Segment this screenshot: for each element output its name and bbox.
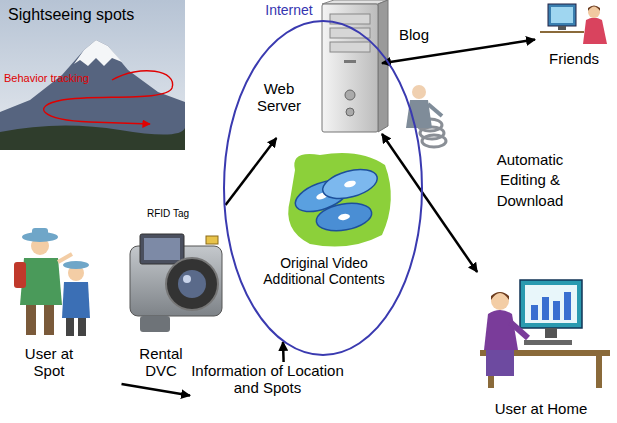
video-camera-part: [140, 234, 184, 264]
server-tower-part: [344, 60, 356, 63]
server-label: Web Server: [252, 80, 306, 115]
mountain-photo-part: [0, 40, 185, 150]
server-tower-part: [330, 42, 370, 52]
tourist-figures-part: [62, 282, 90, 318]
ellipse-outline: [223, 20, 423, 356]
friend-figure-part: [588, 6, 600, 12]
content-label: Original Video Additional Contents: [250, 255, 398, 287]
flow-arrow: [282, 342, 285, 362]
video-discs-part: [338, 213, 351, 221]
photo-title: Sightseeing spots: [8, 6, 178, 24]
photo-panel: Sightseeing spotsBehavior tracking: [0, 0, 185, 150]
friend-figure-part: [551, 7, 573, 23]
friend-figure: [540, 4, 607, 44]
server-tower-part: [345, 90, 355, 100]
tourist-figures-part: [20, 258, 62, 305]
flow-arrow: [226, 138, 277, 205]
video-discs-part: [343, 180, 356, 189]
friend-figure-part: [558, 26, 566, 30]
home-user-figure-part: [510, 322, 528, 338]
flow-arrow: [122, 384, 191, 396]
device-label: Rental DVC: [130, 345, 192, 380]
tourist-figures-part: [32, 228, 48, 237]
internet-ellipse: InternetWeb ServerOriginal Video Additio…: [223, 20, 423, 356]
video-camera-part: [140, 316, 170, 332]
video-camera-part: [166, 258, 218, 310]
video-discs: [288, 153, 391, 247]
friend-figure-part: [540, 31, 584, 33]
edge-label: Blog: [392, 26, 436, 43]
home-user-figure-part: [531, 305, 538, 320]
region-title: Internet: [260, 2, 318, 18]
editor-figure-part: [422, 135, 446, 147]
friend-figure-part: [583, 18, 607, 45]
home-user-figure-part: [525, 285, 577, 323]
tourist-figures-part: [26, 305, 36, 335]
ellipse-outline: [224, 21, 422, 355]
video-camera-part: [206, 236, 218, 244]
flow-arrow: [382, 40, 535, 64]
editor-figure-part: [428, 104, 442, 116]
video-camera: [130, 234, 222, 332]
server-tower-part: [322, 4, 378, 132]
tourist-figures-part: [14, 262, 26, 288]
server-tower-part: [322, 0, 388, 4]
track-label: Behavior tracking: [4, 72, 109, 85]
home-user-figure-part: [542, 297, 549, 320]
friend-figure-part: [588, 6, 600, 18]
home-user-figure-part: [486, 350, 514, 376]
info-block: Information of Location and Spots: [190, 362, 346, 418]
user-label: Friends: [538, 50, 610, 67]
home-user-figure-part: [596, 356, 602, 388]
home-user-figure: [480, 280, 610, 388]
rental-camera: RFID TagRental DVC: [115, 205, 245, 384]
server-tower: [322, 0, 388, 132]
video-discs-part: [288, 153, 391, 247]
tag-label: RFID Tag: [138, 208, 198, 220]
home-user-figure-part: [520, 280, 582, 328]
home-user-figure-part: [484, 310, 518, 350]
home-user-figure-part: [564, 292, 571, 320]
home-user-figure-part: [491, 292, 509, 300]
editor-figure-part: [412, 85, 426, 99]
tourist-figures-part: [78, 318, 86, 336]
video-discs-part: [320, 164, 381, 204]
tourist-figures: [14, 228, 90, 336]
video-camera-part: [144, 238, 180, 260]
home-user: User at Home: [470, 272, 613, 420]
home-user-figure-part: [524, 340, 572, 345]
home-user-figure-part: [491, 292, 509, 310]
home-user-figure-part: [545, 328, 557, 338]
web-server: Web Server: [250, 2, 382, 138]
tourist-figures-part: [44, 305, 54, 335]
info-label: Information of Location and Spots: [190, 362, 345, 397]
tourist-figures-part: [63, 261, 89, 269]
mountain-photo-part: [0, 125, 185, 150]
user-label: User at Home: [470, 400, 612, 417]
content-store: Original Video Additional Contents: [250, 150, 399, 295]
server-tower-part: [346, 108, 354, 116]
video-discs-part: [314, 199, 374, 234]
video-camera-part: [183, 275, 191, 283]
spot-user: User at Spot: [5, 222, 95, 390]
user-label: User at Spot: [18, 345, 80, 380]
edge-label: Automatic Editing & Download: [480, 150, 580, 211]
flow-arrow: [382, 134, 477, 272]
server-tower-part: [378, 0, 388, 132]
friends-user: Friends: [535, 0, 613, 72]
friend-figure-part: [548, 4, 576, 26]
mountain-photo-part: [74, 40, 122, 66]
mountain-photo: [0, 0, 185, 150]
home-user-figure-part: [553, 301, 560, 320]
mountain-photo-part: [0, 0, 185, 150]
tourist-figures-part: [66, 318, 74, 336]
video-camera-part: [178, 270, 206, 298]
tourist-figures-part: [58, 254, 72, 262]
